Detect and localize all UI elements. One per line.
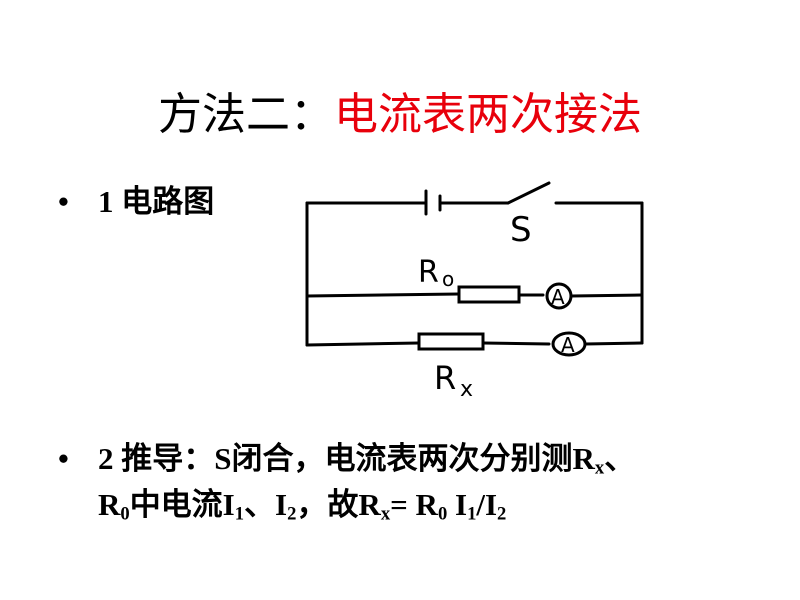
subscript: 2 — [287, 503, 297, 525]
title-prefix: 方法二： — [158, 89, 334, 140]
rx-branch-wire-right — [583, 341, 644, 346]
subscript: 2 — [497, 503, 507, 525]
switch-lever — [506, 181, 551, 205]
derivation-text: ，故R — [296, 487, 381, 522]
bullet-marker: • — [58, 184, 69, 219]
subscript: 1 — [467, 503, 477, 525]
derivation-line-2: R0中电流I1、I2，故Rx= R0 I1/I2 — [98, 483, 506, 527]
derivation-text: = R — [390, 487, 438, 522]
title-highlight: 电流表两次接法 — [334, 89, 642, 140]
r0-label-sub: o — [442, 267, 454, 291]
rx-label: R — [434, 359, 456, 397]
derivation-line-1: 2 推导：S闭合，电流表两次分别测Rx、 — [98, 437, 635, 481]
derivation-text: 、I — [244, 487, 288, 522]
rx-resistor — [417, 332, 485, 351]
derivation-text: 、 — [604, 441, 636, 476]
rx-branch-wire-left — [305, 341, 421, 347]
r0-label: R — [418, 255, 439, 290]
derivation-text: R — [98, 487, 121, 522]
derivation-text: I — [447, 487, 468, 522]
ammeter-2-symbol: A — [561, 333, 575, 357]
ammeter-1-symbol: A — [551, 285, 565, 309]
subscript: x — [380, 503, 391, 525]
subscript: x — [594, 457, 605, 479]
derivation-text: /I — [476, 487, 498, 522]
subscript: 0 — [437, 503, 448, 525]
bullet-marker: • — [58, 441, 69, 476]
slide-title: 方法二：电流表两次接法 — [0, 78, 800, 142]
derivation-text: 2 推导：S闭合，电流表两次分别测R — [98, 441, 595, 476]
r0-branch-wire-right — [569, 293, 644, 298]
switch-label: S — [510, 210, 532, 250]
rx-branch-wire-mid — [481, 341, 551, 346]
rx-label-sub: x — [460, 377, 473, 402]
derivation-text: 中电流I — [129, 487, 235, 522]
r0-resistor — [457, 285, 521, 304]
r0-branch-wire-left — [305, 292, 461, 298]
subscript: 0 — [120, 503, 130, 525]
subscript: 1 — [234, 503, 245, 525]
bullet-text: 1 电路图 — [98, 184, 215, 219]
